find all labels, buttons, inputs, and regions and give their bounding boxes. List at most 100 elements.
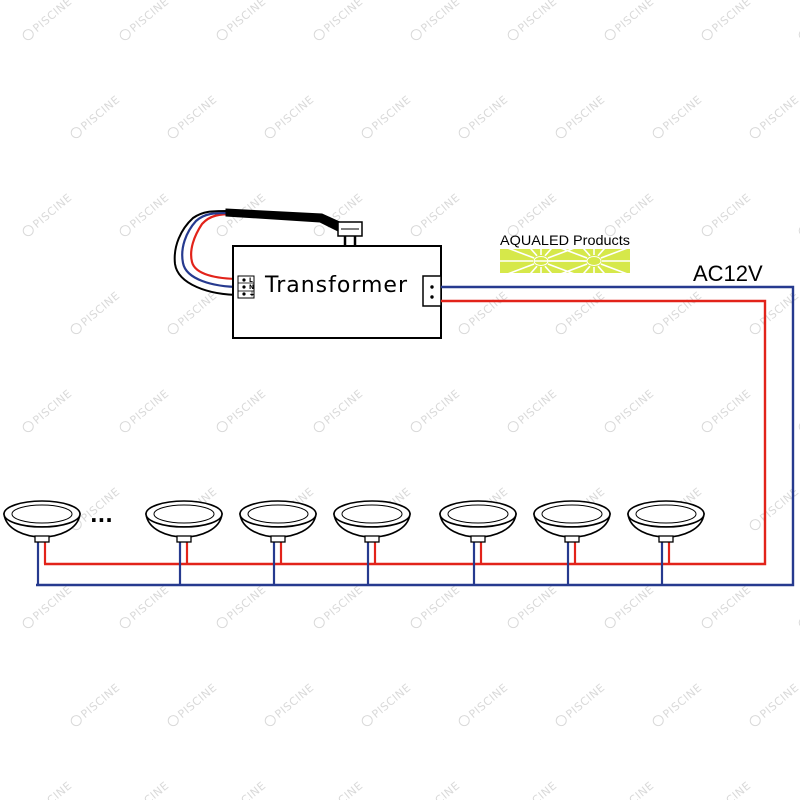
pool-lamp-icon <box>439 500 517 543</box>
watermark-text: PISCINE <box>467 93 511 133</box>
watermark-text: PISCINE <box>564 681 608 721</box>
watermark-mark: PISCINE <box>652 289 705 335</box>
watermark-text: PISCINE <box>31 191 75 231</box>
watermark-mark: PISCINE <box>119 387 172 433</box>
watermark-mark: PISCINE <box>410 191 463 237</box>
watermark-mark: PISCINE <box>264 681 317 727</box>
pool-light <box>333 500 411 585</box>
watermark-text: PISCINE <box>516 387 560 427</box>
watermark-text: PISCINE <box>225 387 269 427</box>
pool-light <box>439 500 517 585</box>
watermark-mark: PISCINE <box>701 583 754 629</box>
watermark-text: PISCINE <box>31 779 75 800</box>
watermark-mark: PISCINE <box>798 421 800 433</box>
output-bus-red-wire <box>44 299 767 566</box>
watermark-text: PISCINE <box>661 93 705 133</box>
brand-name: AQUALED Products <box>500 232 630 248</box>
watermark-mark: PISCINE <box>555 681 608 727</box>
pool-lamp-icon <box>627 500 705 543</box>
watermark-mark: PISCINE <box>458 289 510 335</box>
watermark-text: PISCINE <box>419 191 463 231</box>
watermark-mark: PISCINE <box>516 779 560 800</box>
watermark-text: PISCINE <box>710 0 754 35</box>
transformer-box <box>232 245 442 339</box>
watermark-mark: PISCINE <box>22 387 74 433</box>
watermark-mark: PISCINE <box>216 0 268 41</box>
watermark-text: PISCINE <box>79 681 123 721</box>
watermark-mark: PISCINE <box>797 779 800 800</box>
pool-lamp-icon <box>239 500 317 543</box>
watermark-text: PISCINE <box>661 289 705 329</box>
watermark-mark: PISCINE <box>410 0 462 41</box>
watermark-text: PISCINE <box>613 0 657 35</box>
watermark-mark: PISCINE <box>458 681 511 727</box>
pool-lights <box>3 500 705 585</box>
watermark-mark: PISCINE <box>555 93 608 139</box>
pool-light <box>145 500 223 585</box>
terminal-label-earth: ⏚ <box>249 291 255 298</box>
watermark-text: PISCINE <box>419 779 463 800</box>
mains-cable-blue-wire <box>181 211 242 289</box>
watermark-mark: PISCINE <box>264 93 316 139</box>
watermark-mark: PISCINE <box>652 93 705 139</box>
watermark-text: PISCINE <box>128 387 172 427</box>
watermark-text: PISCINE <box>419 583 463 623</box>
watermark-text: PISCINE <box>322 387 366 427</box>
watermark-mark: PISCINE <box>361 93 413 139</box>
terminal-screw-icon <box>242 292 246 296</box>
terminal-screw-icon <box>242 285 246 289</box>
pool-lamp-icon <box>333 500 411 543</box>
watermark-text: PISCINE <box>516 0 560 35</box>
terminal-label-live: L <box>249 277 253 284</box>
watermark-text: PISCINE <box>516 583 560 623</box>
terminal-screw-icon <box>430 285 434 289</box>
watermark-text: PISCINE <box>564 289 608 329</box>
watermark-mark: PISCINE <box>613 779 657 800</box>
pool-light <box>3 500 81 585</box>
output-bus-blue-wire <box>36 285 795 587</box>
brand-logo: AQUALED Products <box>500 232 630 273</box>
watermark-mark: PISCINE <box>555 289 608 335</box>
watermark-text: PISCINE <box>613 583 657 623</box>
transformer: Transformer L N ⏚ <box>232 245 442 339</box>
watermark-mark: PISCINE <box>507 387 560 433</box>
watermark-mark: PISCINE <box>410 583 463 629</box>
watermark-text: PISCINE <box>273 681 317 721</box>
watermark-text: PISCINE <box>370 681 414 721</box>
watermark-mark: PISCINE <box>701 0 754 41</box>
watermark-text: PISCINE <box>467 681 511 721</box>
pool-light <box>533 500 611 585</box>
watermark-mark: PISCINE <box>652 681 704 727</box>
watermark-mark: PISCINE <box>167 93 219 139</box>
terminal-screw-icon <box>242 278 246 282</box>
watermark-mark: PISCINE <box>216 583 268 629</box>
watermark-mark: PISCINE <box>419 779 463 800</box>
watermark-text: PISCINE <box>710 583 754 623</box>
watermark-mark: PISCINE <box>70 93 122 139</box>
watermark-mark: PISCINE <box>167 289 219 335</box>
watermark-mark: PISCINE <box>119 583 172 629</box>
watermark-mark: PISCINE <box>70 289 122 335</box>
watermark-text: PISCINE <box>31 583 75 623</box>
watermark-mark: PISCINE <box>798 225 800 237</box>
watermark-mark: PISCINE <box>798 29 800 41</box>
watermark-mark: PISCINE <box>507 583 560 629</box>
output-voltage-label: AC12V <box>693 261 763 286</box>
watermark-mark: PISCINE <box>410 387 463 433</box>
watermark-mark: PISCINE <box>22 191 75 237</box>
watermark-text: PISCINE <box>710 191 754 231</box>
watermark-mark: PISCINE <box>313 387 366 433</box>
watermark-text: PISCINE <box>31 0 75 35</box>
watermark-mark: PISCINE <box>119 0 171 41</box>
watermark-text: PISCINE <box>128 583 172 623</box>
watermark-text: PISCINE <box>419 387 463 427</box>
mains-cable-black-wire <box>173 210 242 296</box>
watermark-text: PISCINE <box>564 93 608 133</box>
watermark-mark: PISCINE <box>604 583 657 629</box>
mains-cable-red-wire <box>190 212 242 281</box>
watermark-mark: PISCINE <box>604 387 656 433</box>
terminal-screw-icon <box>430 295 434 299</box>
watermark-mark: PISCINE <box>458 93 511 139</box>
watermark-mark: PISCINE <box>128 779 172 800</box>
